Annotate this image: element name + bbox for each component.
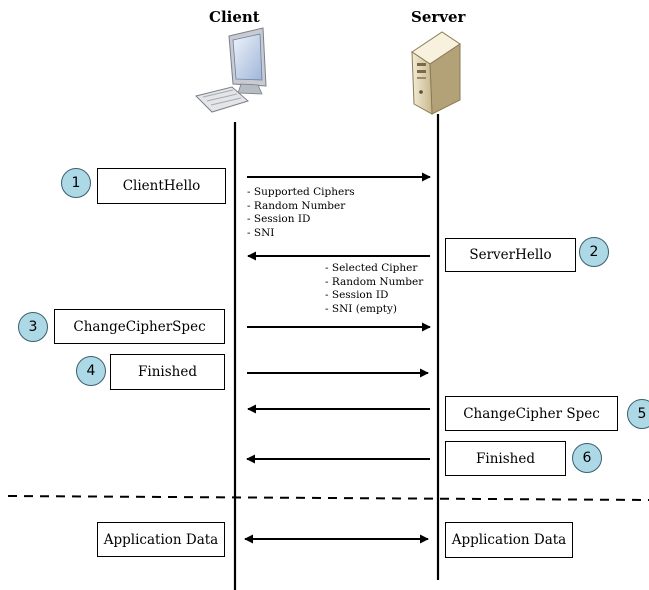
client-hello-notes: - Supported Ciphers - Random Number - Se… <box>247 186 355 240</box>
server-hello-note: - Random Number <box>325 275 424 288</box>
server-hello-note: - SNI (empty) <box>325 302 397 315</box>
client-hello-note: - Random Number <box>247 199 346 212</box>
server-hello-box: ServerHello <box>445 238 576 272</box>
step-2-number: 2 <box>579 237 609 267</box>
server-header: Server <box>411 8 466 26</box>
change-cipher-spec-server-box: ChangeCipher Spec <box>445 396 618 431</box>
finished-client-box: Finished <box>110 354 225 390</box>
server-hello-notes: - Selected Cipher - Random Number - Sess… <box>325 262 423 316</box>
application-data-client-box: Application Data <box>97 522 225 557</box>
application-data-server-box: Application Data <box>445 522 573 558</box>
server-hello-note: - Session ID <box>325 289 389 301</box>
step-6-number: 6 <box>572 443 602 473</box>
step-5-number: 5 <box>627 399 649 429</box>
step-4-number: 4 <box>76 356 106 386</box>
client-header: Client <box>209 8 260 26</box>
client-hello-note: - Supported Ciphers <box>247 186 355 198</box>
step-3-number: 3 <box>18 312 48 342</box>
step-1-number: 1 <box>61 168 91 198</box>
change-cipher-spec-client-box: ChangeCipherSpec <box>54 309 225 344</box>
server-hello-note: - Selected Cipher <box>325 262 418 274</box>
handshake-separator <box>7 495 649 501</box>
client-hello-note: - Session ID <box>247 213 311 225</box>
client-hello-box: ClientHello <box>97 168 226 204</box>
desktop-computer-icon <box>195 27 267 113</box>
client-hello-note: - SNI <box>247 226 275 239</box>
server-tower-icon <box>411 31 461 115</box>
finished-server-box: Finished <box>445 441 566 476</box>
